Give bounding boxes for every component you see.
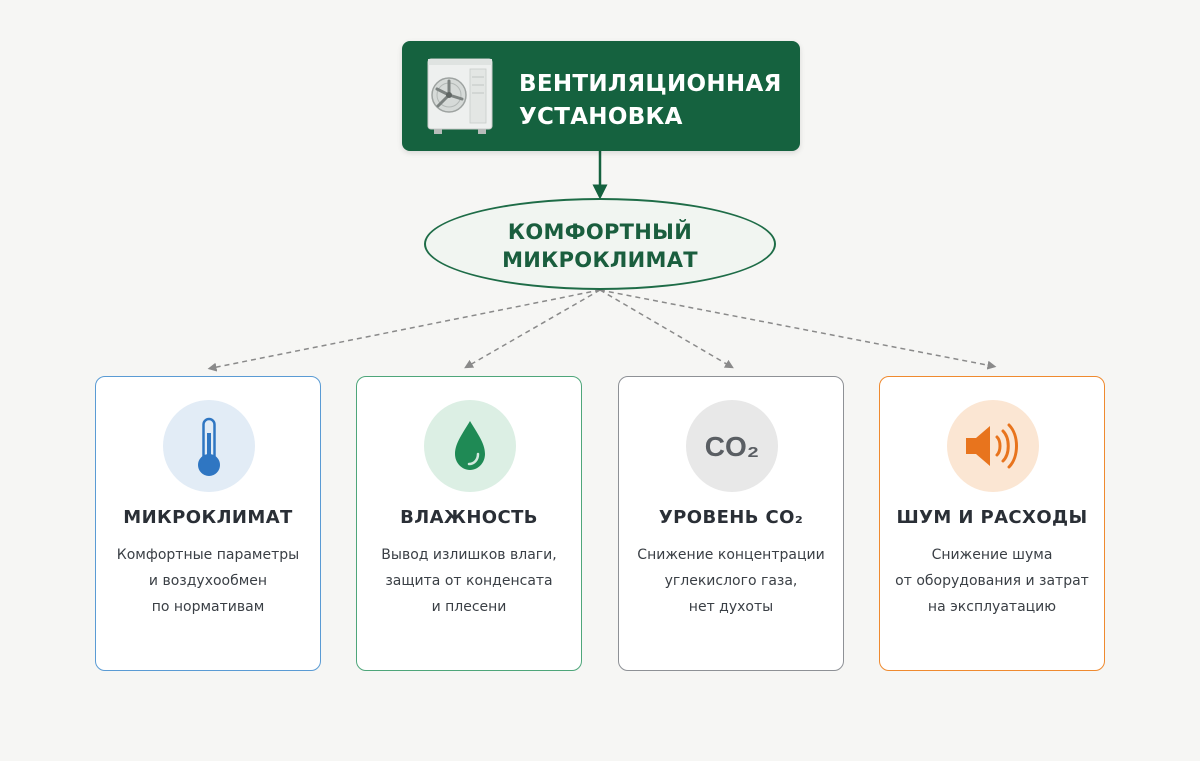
card-desc-line: углекислого газа, <box>664 573 798 589</box>
connector-arrow-1 <box>207 289 601 372</box>
card-description: Снижение шума от оборудования и затрат н… <box>880 542 1104 620</box>
card-icon-circle <box>162 399 256 493</box>
ventilation-unit-title-line2: УСТАНОВКА <box>519 104 683 130</box>
water-drop-icon <box>424 400 516 492</box>
card-noise-costs: ШУМ И РАСХОДЫ Снижение шума от оборудова… <box>879 376 1105 671</box>
ventilation-unit-title-line1: ВЕНТИЛЯЦИОННАЯ <box>519 71 782 97</box>
thermometer-icon <box>163 400 255 492</box>
card-desc-line: Снижение концентрации <box>637 547 825 563</box>
card-desc-line: на эксплуатацию <box>927 599 1057 615</box>
card-desc-line: и воздухообмен <box>148 573 268 589</box>
card-desc-line: защита от конденсата <box>385 573 553 589</box>
card-icon-circle: CO₂ <box>685 399 779 493</box>
card-description: Вывод излишков влаги, защита от конденса… <box>357 542 581 620</box>
card-desc-line: и плесени <box>431 599 507 615</box>
comfort-title-line1: КОМФОРТНЫЙ <box>507 220 693 244</box>
card-icon-circle <box>423 399 517 493</box>
card-desc-line: по нормативам <box>151 599 265 615</box>
card-humidity: ВЛАЖНОСТЬ Вывод излишков влаги, защита о… <box>356 376 582 671</box>
connector-arrow-3 <box>599 289 734 369</box>
comfort-title-line2: МИКРОКЛИМАТ <box>502 248 698 272</box>
connector-arrow-2 <box>464 289 601 369</box>
card-co2-level: CO₂ УРОВЕНЬ CO₂ Снижение концентрации уг… <box>618 376 844 671</box>
co2-icon-text: CO₂ <box>705 431 759 462</box>
card-title: ШУМ И РАСХОДЫ <box>896 507 1088 528</box>
co2-icon: CO₂ <box>686 400 778 492</box>
card-desc-line: Вывод излишков влаги, <box>381 547 557 563</box>
comfort-microclimate-node: КОМФОРТНЫЙ МИКРОКЛИМАТ <box>424 198 776 290</box>
card-icon-circle <box>946 399 1040 493</box>
connector-arrow-4 <box>599 289 997 370</box>
card-description: Снижение концентрации углекислого газа, … <box>619 542 843 620</box>
card-desc-line: Снижение шума <box>931 547 1053 563</box>
speaker-icon <box>947 400 1039 492</box>
ventilation-unit-title: ВЕНТИЛЯЦИОННАЯ УСТАНОВКА <box>519 68 782 134</box>
card-microclimate: МИКРОКЛИМАТ Комфортные параметры и возду… <box>95 376 321 671</box>
card-description: Комфортные параметры и воздухообмен по н… <box>96 542 320 620</box>
card-title: УРОВЕНЬ CO₂ <box>658 507 804 528</box>
card-title: ВЛАЖНОСТЬ <box>400 507 538 528</box>
air-conditioner-unit-icon <box>427 58 493 134</box>
card-title: МИКРОКЛИМАТ <box>123 507 293 528</box>
ventilation-unit-box: ВЕНТИЛЯЦИОННАЯ УСТАНОВКА <box>402 41 800 151</box>
card-desc-line: Комфортные параметры <box>116 547 300 563</box>
card-desc-line: нет духоты <box>688 599 774 615</box>
comfort-microclimate-title: КОМФОРТНЫЙ МИКРОКЛИМАТ <box>426 218 774 274</box>
card-desc-line: от оборудования и затрат <box>895 573 1089 589</box>
